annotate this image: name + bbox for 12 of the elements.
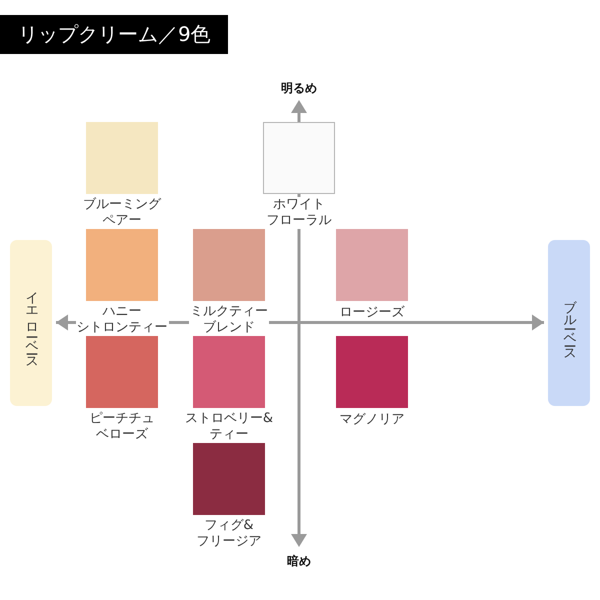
axis-label: ブルーベース: [561, 290, 577, 356]
axis-band: [10, 240, 52, 406]
axis-band: [548, 240, 590, 406]
shade-name: フィグ&フリージア: [196, 518, 262, 550]
shade-name: ハニーシトロンティー: [76, 304, 168, 336]
shade-name: マグノリア: [338, 412, 406, 428]
axis-label: イエローベース: [23, 282, 39, 364]
shade-name: ホワイトフローラル: [266, 197, 332, 229]
axis-end-label: 暗め: [287, 554, 311, 568]
axis-end-label: 明るめ: [281, 81, 317, 95]
title: リップクリーム／9色: [0, 15, 228, 54]
shade-name: ミルクティーブレンド: [189, 304, 269, 336]
